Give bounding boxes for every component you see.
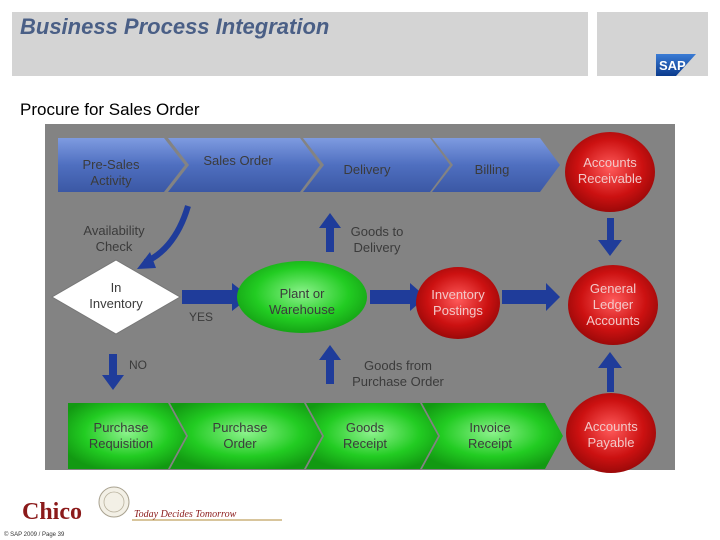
svg-text:SAP: SAP bbox=[659, 58, 686, 73]
header-bar bbox=[12, 12, 588, 76]
delivery-label: Delivery bbox=[343, 162, 391, 177]
to-general-ledger-arrow bbox=[502, 283, 560, 311]
seal-icon bbox=[98, 486, 130, 518]
purchase-order-chevron bbox=[170, 403, 322, 469]
inventory-postings-oval bbox=[416, 267, 500, 339]
to-inventory-postings-arrow bbox=[370, 283, 426, 311]
goods-receipt-chevron bbox=[306, 403, 438, 469]
sales-order-chevron bbox=[168, 138, 320, 192]
diagram-subtitle: Procure for Sales Order bbox=[20, 100, 200, 119]
goods-from-po-arrow bbox=[319, 345, 341, 384]
sap-logo: SAP bbox=[656, 54, 696, 76]
yes-label: YES bbox=[188, 310, 214, 324]
billing-chevron bbox=[432, 138, 560, 192]
svg-text:Today Decides Tomorrow: Today Decides Tomorrow bbox=[134, 509, 237, 520]
availability-check-arrow bbox=[143, 205, 191, 265]
goods-to-delivery-arrow bbox=[319, 213, 341, 252]
yes-arrow bbox=[182, 283, 250, 311]
sales-order-label: Sales Order bbox=[203, 153, 273, 168]
delivery-chevron bbox=[303, 138, 450, 192]
accounts-payable-oval bbox=[566, 393, 656, 473]
no-arrow bbox=[102, 354, 124, 390]
copyright-footer: © SAP 2009 / Page 39 bbox=[4, 532, 65, 538]
pre-sales-activity-chevron bbox=[58, 138, 185, 192]
plant-or-warehouse-oval bbox=[237, 261, 367, 333]
purchase-requisition-chevron bbox=[68, 403, 186, 469]
chico-logo: Chico Today Decides Tomorrow bbox=[22, 486, 282, 525]
general-ledger-oval bbox=[568, 265, 658, 345]
in-inventory-decision bbox=[51, 259, 181, 335]
availability-check-arrowhead bbox=[137, 252, 156, 269]
payable-up-arrow bbox=[598, 352, 622, 392]
receivable-down-arrow bbox=[598, 218, 622, 256]
accounts-receivable-oval bbox=[565, 132, 655, 212]
page-title: Business Process Integration bbox=[20, 14, 330, 39]
invoice-receipt-chevron bbox=[422, 403, 563, 469]
no-label: NO bbox=[129, 358, 147, 372]
billing-label: Billing bbox=[474, 162, 510, 177]
svg-text:Chico: Chico bbox=[22, 499, 82, 525]
header-logo-panel bbox=[597, 12, 708, 76]
